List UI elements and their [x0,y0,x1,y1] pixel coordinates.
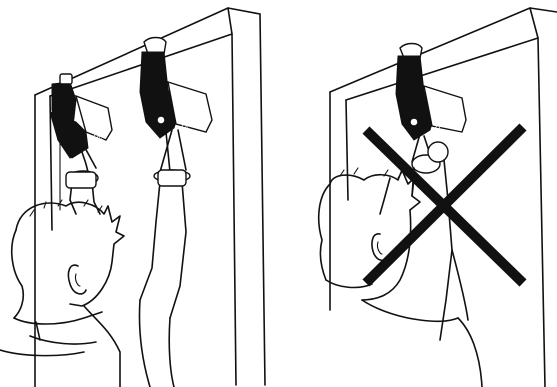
panel-correct-use: Dynamic Dynamic [0,8,265,387]
person-figure [0,170,186,387]
door-gym-hook: Dynamic [396,44,466,148]
door-frame [330,8,557,387]
panel-incorrect-use: Dynamic [319,8,557,387]
strap-handle [412,134,448,173]
